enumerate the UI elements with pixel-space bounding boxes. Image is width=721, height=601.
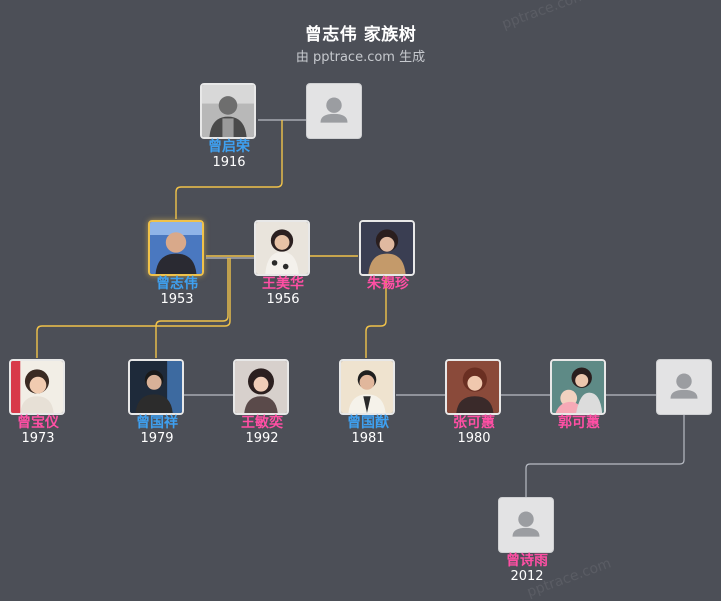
person-name: 王敏奕 <box>241 415 283 431</box>
child-line <box>525 415 685 497</box>
person-name: 郭可蕙 <box>558 415 600 431</box>
lineage-line <box>365 276 387 358</box>
lineage-line <box>175 120 283 219</box>
person-name: 朱锡珍 <box>367 276 409 292</box>
person-photo[interactable] <box>200 83 256 139</box>
person-node[interactable]: 曾宝仪 1973 <box>3 359 73 447</box>
person-node[interactable]: 郭可蕙 <box>544 359 614 447</box>
person-photo[interactable] <box>128 359 184 415</box>
avatar-placeholder-icon[interactable] <box>656 359 712 415</box>
person-year: 1980 <box>457 431 491 446</box>
person-name: 王美华 <box>262 276 304 292</box>
person-photo[interactable] <box>550 359 606 415</box>
person-name: 曾国猷 <box>347 415 389 431</box>
person-name: 曾诗雨 <box>506 553 548 569</box>
person-node[interactable]: 曾国祥 1979 <box>122 359 192 447</box>
person-node[interactable]: 朱锡珍 <box>353 220 423 308</box>
person-name: 曾宝仪 <box>17 415 59 431</box>
person-node[interactable] <box>650 359 720 447</box>
person-photo[interactable] <box>9 359 65 415</box>
person-node[interactable]: 曾诗雨 2012 <box>492 497 562 585</box>
lineage-line <box>36 258 231 358</box>
person-name: 曾志伟 <box>156 276 198 292</box>
person-node[interactable]: 王美华 1956 <box>248 220 318 308</box>
person-node[interactable]: 曾志伟 1953 <box>142 220 212 308</box>
person-photo[interactable] <box>148 220 204 276</box>
person-photo[interactable] <box>359 220 415 276</box>
person-year: 1979 <box>140 431 174 446</box>
person-year: 1916 <box>212 155 246 170</box>
avatar-placeholder-icon[interactable] <box>306 83 362 139</box>
page-subtitle: 由 pptrace.com 生成 <box>295 50 426 65</box>
person-name: 张可蕙 <box>453 415 495 431</box>
person-photo[interactable] <box>254 220 310 276</box>
lineage-line <box>155 258 229 358</box>
person-year: 1953 <box>160 292 194 307</box>
person-photo[interactable] <box>233 359 289 415</box>
page-title: 曾志伟 家族树 <box>304 25 417 45</box>
person-photo[interactable] <box>445 359 501 415</box>
person-node[interactable]: 王敏奕 1992 <box>227 359 297 447</box>
person-photo[interactable] <box>339 359 395 415</box>
person-node[interactable]: 曾国猷 1981 <box>333 359 403 447</box>
person-year: 1973 <box>21 431 55 446</box>
person-name: 曾启荣 <box>208 139 250 155</box>
person-year: 2012 <box>510 569 544 584</box>
person-node[interactable]: 张可蕙 1980 <box>439 359 509 447</box>
person-node[interactable]: 曾启荣 1916 <box>194 83 264 171</box>
person-year: 1956 <box>266 292 300 307</box>
person-year: 1981 <box>351 431 385 446</box>
person-year: 1992 <box>245 431 279 446</box>
person-name: 曾国祥 <box>136 415 178 431</box>
person-node[interactable] <box>300 83 370 171</box>
avatar-placeholder-icon[interactable] <box>498 497 554 553</box>
family-tree-connectors <box>36 119 685 497</box>
